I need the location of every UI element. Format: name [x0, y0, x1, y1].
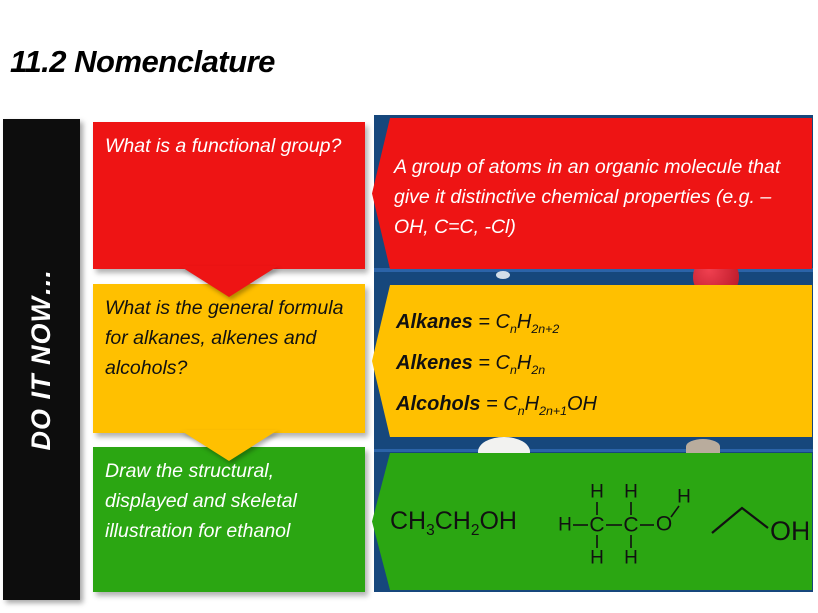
hydrogen-subscript: 2n+2: [531, 322, 560, 336]
hydrogen-label: H: [590, 482, 604, 503]
do-it-now-label: DO IT NOW…: [26, 268, 56, 451]
pin-highlight-decoration: [496, 271, 510, 279]
question-box-general-formulas: What is the general formula for alkanes,…: [93, 284, 365, 433]
carbon-symbol: C: [495, 352, 510, 374]
structural-segment: CH: [434, 507, 471, 535]
chevron-down-yellow-icon: [180, 430, 278, 461]
hydrogen-subscript: 2n+1: [539, 404, 567, 418]
skeletal-bond-line: [711, 506, 769, 534]
push-pin-decoration: [478, 437, 530, 454]
bond-line: [670, 505, 680, 518]
structural-segment: CH: [390, 507, 427, 535]
formula-line-alcohols: Alcohols = CnH2n+1OH: [396, 387, 800, 428]
chevron-down-red-icon: [180, 266, 278, 297]
equals-sign: =: [480, 393, 504, 415]
carbon-label: C: [589, 514, 604, 537]
carbon-subscript: n: [509, 322, 517, 336]
slide-title: 11.2 Nomenclature: [10, 44, 275, 79]
carbon-subscript: n: [517, 404, 525, 418]
pin-knob-decoration: [686, 439, 720, 454]
formula-symbols: CnH2n+1OH: [503, 393, 597, 418]
carbon-label: C: [623, 514, 638, 537]
formula-symbols: CnH2n: [495, 352, 546, 377]
carbon-symbol: C: [495, 311, 510, 333]
equals-sign: =: [472, 352, 496, 374]
hydrogen-subscript: 2n: [531, 363, 546, 377]
formula-name: Alcohols: [396, 393, 481, 415]
hydrogen-symbol: H: [516, 352, 532, 374]
question-box-ethanol: Draw the structural, displayed and skele…: [93, 447, 365, 592]
answer-banner-ethanol: CH3CH2OH H H H H H H C C O OH: [372, 453, 812, 590]
structural-segment: OH: [479, 507, 517, 535]
carbon-subscript: n: [509, 363, 517, 377]
structural-subscript: 2: [470, 522, 480, 539]
question-text-general-formulas: What is the general formula for alkanes,…: [105, 297, 344, 379]
hydrogen-label: H: [677, 487, 691, 508]
do-it-now-bar: DO IT NOW…: [3, 119, 80, 600]
answer-text-functional-group: A group of atoms in an organic molecule …: [394, 156, 781, 238]
hydrogen-symbol: H: [516, 311, 532, 333]
carbon-symbol: C: [503, 393, 518, 415]
formula-line-alkenes: Alkenes = CnH2n: [396, 346, 800, 387]
formula-name: Alkanes: [396, 311, 473, 333]
structural-formula-ethanol: CH3CH2OH: [390, 507, 517, 540]
hydrogen-label: H: [624, 482, 638, 503]
oxygen-label: O: [656, 513, 672, 536]
hydrogen-label: H: [558, 515, 572, 536]
formula-line-alkanes: Alkanes = CnH2n+2: [396, 305, 800, 346]
formula-tail: OH: [566, 393, 597, 415]
question-text-ethanol: Draw the structural, displayed and skele…: [105, 460, 297, 542]
skeletal-formula-ethanol: OH: [711, 506, 808, 546]
hydrogen-label: H: [590, 548, 604, 569]
equals-sign: =: [472, 311, 496, 333]
displayed-formula-ethanol: H H H H H H C C O: [558, 482, 691, 569]
hydrogen-label: H: [624, 548, 638, 569]
formula-name: Alkenes: [396, 352, 473, 374]
background-highlight-line: [374, 449, 813, 452]
background-highlight-line: [374, 268, 813, 272]
answer-banner-general-formulas: Alkanes = CnH2n+2 Alkenes = CnH2n Alcoho…: [372, 285, 812, 437]
question-box-functional-group: What is a functional group?: [93, 122, 365, 269]
structural-subscript: 3: [426, 522, 435, 539]
formula-symbols: CnH2n+2: [495, 311, 560, 336]
question-text-functional-group: What is a functional group?: [105, 135, 342, 157]
answer-banner-functional-group: A group of atoms in an organic molecule …: [372, 118, 812, 269]
hydroxyl-label: OH: [770, 516, 808, 546]
hydrogen-symbol: H: [524, 393, 540, 415]
